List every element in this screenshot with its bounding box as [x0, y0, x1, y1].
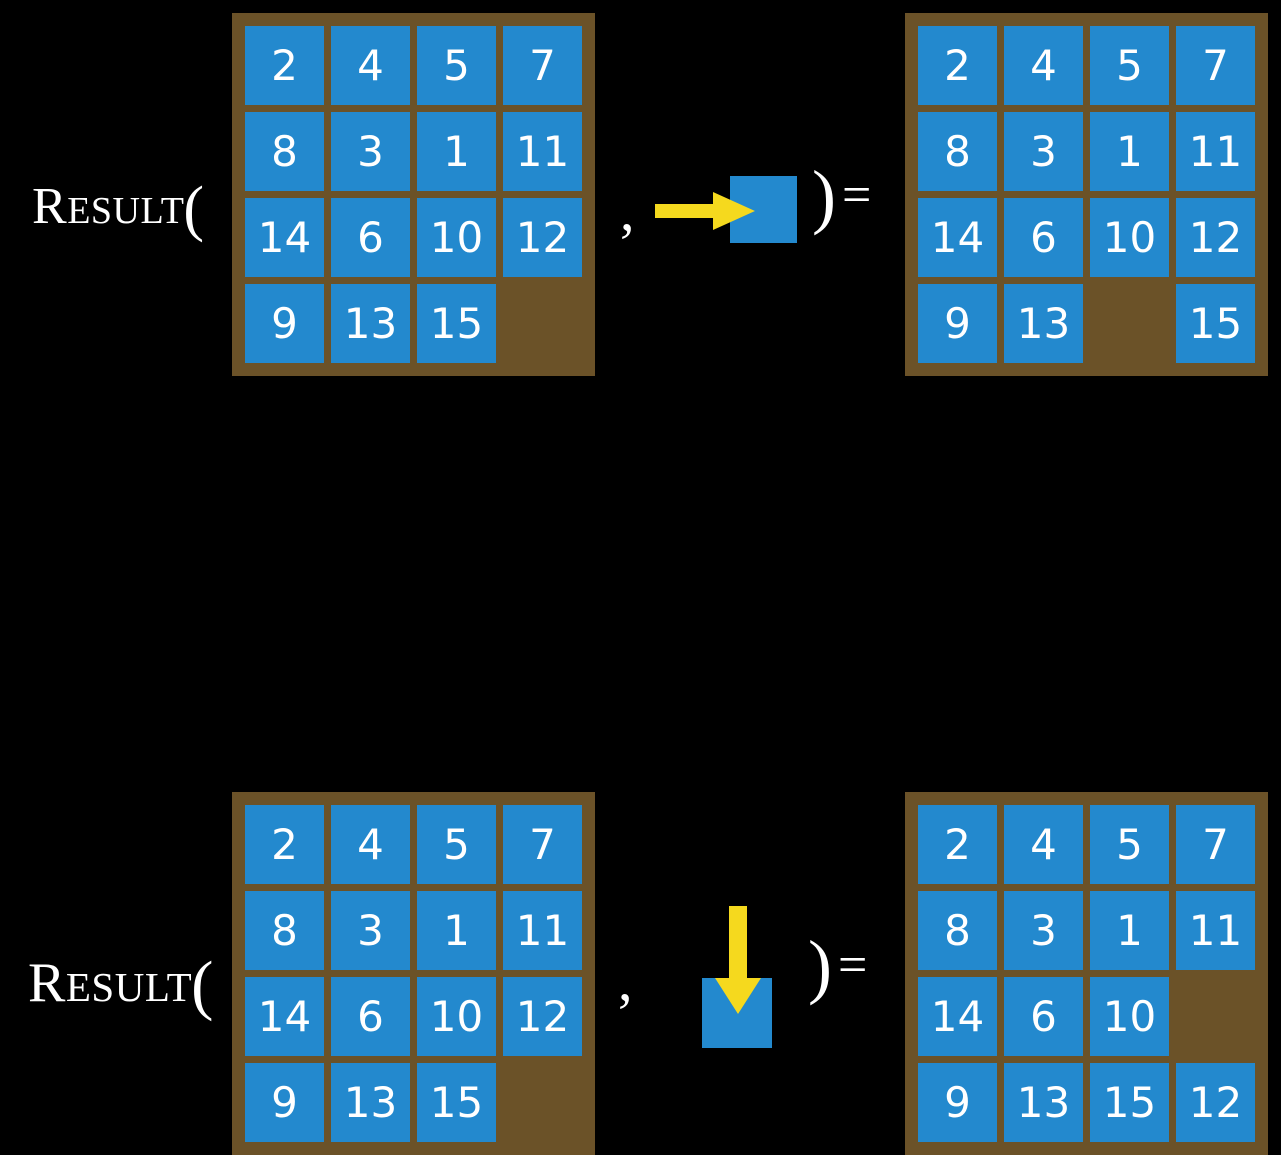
tile[interactable]: 4	[331, 26, 410, 105]
equals-sign: =	[837, 937, 868, 994]
tile[interactable]: 5	[1090, 805, 1169, 884]
output-board-top: 2 4 5 7 8 3 1 11 14 6 10 12 9 13 15	[905, 13, 1268, 376]
board-grid: 2 4 5 7 8 3 1 11 14 6 10 12 9 13 15	[245, 805, 582, 1142]
tile[interactable]: 2	[245, 26, 324, 105]
input-board-bottom: 2 4 5 7 8 3 1 11 14 6 10 12 9 13 15	[232, 792, 595, 1155]
tile[interactable]: 9	[918, 1063, 997, 1142]
tile[interactable]: 13	[331, 1063, 410, 1142]
tile[interactable]: 11	[503, 891, 582, 970]
tile[interactable]: 6	[331, 198, 410, 277]
result-function-label-bottom: RESULT(	[28, 946, 215, 1019]
tile[interactable]: 15	[1090, 1063, 1169, 1142]
input-board-top: 2 4 5 7 8 3 1 11 14 6 10 12 9 13 15	[232, 13, 595, 376]
tile[interactable]: 7	[503, 26, 582, 105]
tile[interactable]: 8	[918, 891, 997, 970]
tile[interactable]: 12	[1176, 1063, 1255, 1142]
result-label-open-paren: (	[183, 175, 205, 243]
tile[interactable]: 15	[417, 1063, 496, 1142]
equation-row-move-right: RESULT( 2 4 5 7 8 3 1 11 14 6 10 12 9 13…	[0, 0, 1281, 390]
blank-cell	[1090, 284, 1169, 363]
tile[interactable]: 10	[417, 198, 496, 277]
tile[interactable]: 5	[417, 26, 496, 105]
tile[interactable]: 14	[918, 198, 997, 277]
blank-cell	[1176, 977, 1255, 1056]
tile[interactable]: 4	[1004, 805, 1083, 884]
tile[interactable]: 14	[245, 198, 324, 277]
result-label-initial: R	[28, 952, 66, 1014]
tile[interactable]: 11	[1176, 891, 1255, 970]
tile[interactable]: 2	[245, 805, 324, 884]
result-label-rest: ESULT	[65, 964, 193, 1010]
tile[interactable]: 8	[918, 112, 997, 191]
tile[interactable]: 12	[503, 198, 582, 277]
board-grid: 2 4 5 7 8 3 1 11 14 6 10 12 9 13 15	[918, 26, 1255, 363]
tile[interactable]: 13	[1004, 284, 1083, 363]
tile[interactable]: 11	[503, 112, 582, 191]
tile[interactable]: 4	[331, 805, 410, 884]
tile[interactable]: 15	[417, 284, 496, 363]
tile[interactable]: 12	[503, 977, 582, 1056]
tile[interactable]: 3	[1004, 112, 1083, 191]
close-paren-equals-bottom: )=	[808, 930, 867, 1002]
tile[interactable]: 13	[331, 284, 410, 363]
tile[interactable]: 9	[245, 1063, 324, 1142]
tile[interactable]: 9	[245, 284, 324, 363]
tile[interactable]: 10	[417, 977, 496, 1056]
tile[interactable]: 3	[1004, 891, 1083, 970]
tile[interactable]: 12	[1176, 198, 1255, 277]
tile[interactable]: 15	[1176, 284, 1255, 363]
tile[interactable]: 6	[331, 977, 410, 1056]
tile[interactable]: 13	[1004, 1063, 1083, 1142]
arrow-right-icon	[655, 192, 755, 230]
output-board-bottom: 2 4 5 7 8 3 1 11 14 6 10 9 13 15 12	[905, 792, 1268, 1155]
tile[interactable]: 14	[245, 977, 324, 1056]
tile[interactable]: 3	[331, 891, 410, 970]
tile[interactable]: 5	[417, 805, 496, 884]
tile[interactable]: 7	[503, 805, 582, 884]
arrow-down-icon	[715, 906, 761, 1014]
tile[interactable]: 1	[1090, 891, 1169, 970]
result-function-label-top: RESULT(	[32, 172, 206, 240]
close-paren-equals-top: )=	[812, 160, 871, 232]
tile[interactable]: 2	[918, 26, 997, 105]
tile[interactable]: 3	[331, 112, 410, 191]
argument-separator-top: ,	[620, 178, 635, 243]
tile[interactable]: 8	[245, 891, 324, 970]
arrow-down-glyph	[715, 906, 761, 1014]
argument-separator-bottom: ,	[618, 948, 633, 1013]
result-label-rest: ESULT	[67, 190, 185, 232]
tile[interactable]: 7	[1176, 805, 1255, 884]
blank-cell	[503, 284, 582, 363]
close-paren: )	[808, 926, 832, 1006]
tile[interactable]: 6	[1004, 198, 1083, 277]
tile[interactable]: 1	[1090, 112, 1169, 191]
result-label-open-paren: (	[191, 948, 214, 1022]
result-label-initial: R	[32, 178, 68, 235]
board-grid: 2 4 5 7 8 3 1 11 14 6 10 9 13 15 12	[918, 805, 1255, 1142]
tile[interactable]: 5	[1090, 26, 1169, 105]
tile[interactable]: 10	[1090, 977, 1169, 1056]
equation-row-move-down: RESULT( 2 4 5 7 8 3 1 11 14 6 10 12 9 13…	[0, 390, 1281, 1155]
tile[interactable]: 14	[918, 977, 997, 1056]
tile[interactable]: 8	[245, 112, 324, 191]
close-paren: )	[812, 156, 836, 236]
tile[interactable]: 1	[417, 891, 496, 970]
tile[interactable]: 6	[1004, 977, 1083, 1056]
equals-sign: =	[841, 167, 872, 224]
tile[interactable]: 10	[1090, 198, 1169, 277]
arrow-right-glyph	[655, 192, 755, 230]
tile[interactable]: 1	[417, 112, 496, 191]
tile[interactable]: 7	[1176, 26, 1255, 105]
tile[interactable]: 2	[918, 805, 997, 884]
blank-cell	[503, 1063, 582, 1142]
tile[interactable]: 4	[1004, 26, 1083, 105]
tile[interactable]: 9	[918, 284, 997, 363]
board-grid: 2 4 5 7 8 3 1 11 14 6 10 12 9 13 15	[245, 26, 582, 363]
tile[interactable]: 11	[1176, 112, 1255, 191]
